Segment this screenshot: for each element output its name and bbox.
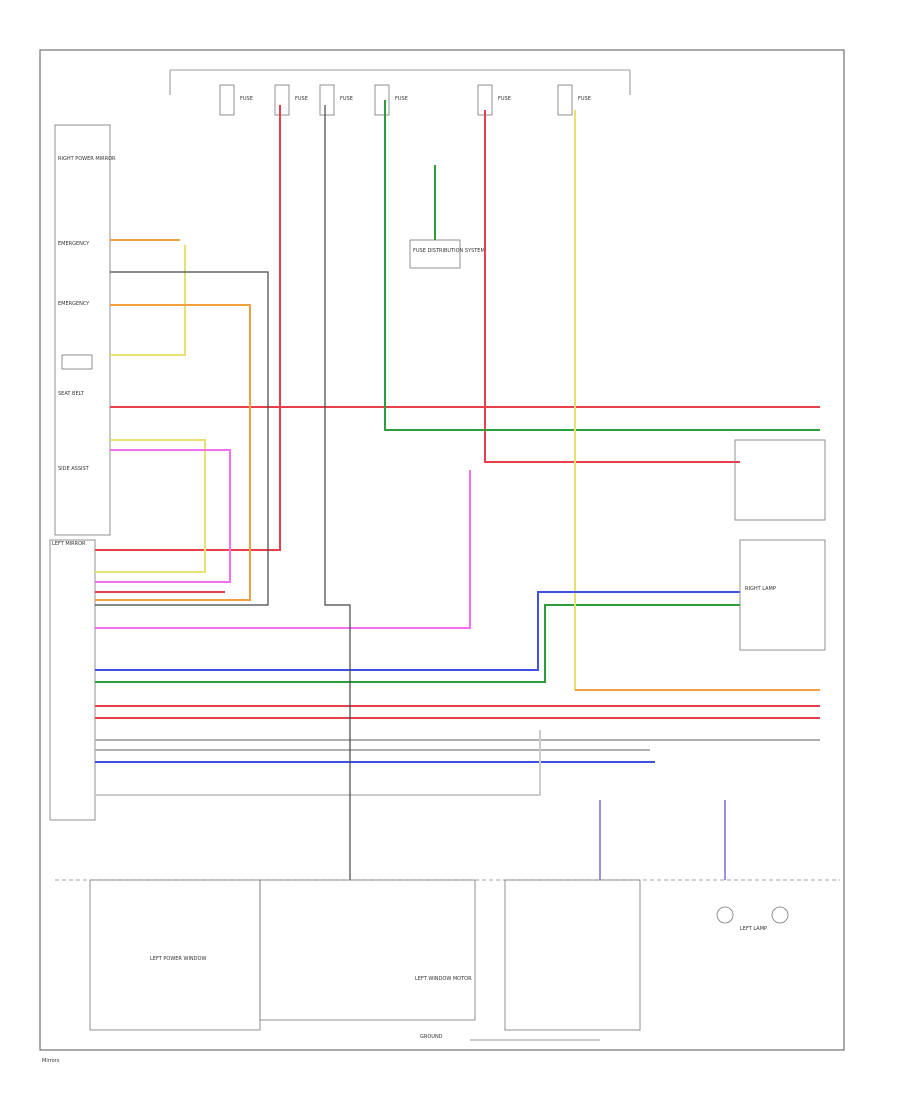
emergency-label-2: EMERGENCY xyxy=(58,301,90,307)
left-mirror-label: LEFT MIRROR xyxy=(52,541,86,547)
emergency-label: EMERGENCY xyxy=(58,241,90,247)
fuse-label-6: FUSE xyxy=(578,96,591,102)
fuse-label-1: FUSE xyxy=(240,96,253,102)
wires xyxy=(95,100,820,880)
seat-belt-label: SEAT BELT xyxy=(58,391,85,397)
fuse-label-3: FUSE xyxy=(340,96,353,102)
top-fuse-block: FUSE FUSE FUSE FUSE FUSE FUSE xyxy=(169,69,631,116)
page-footer: Mirrors xyxy=(42,1058,60,1064)
left-power-window-label: LEFT POWER WINDOW xyxy=(150,956,206,962)
lower-components: LEFT POWER WINDOW LEFT WINDOW MOTOR LEFT… xyxy=(89,879,789,1041)
left-lamp-label: LEFT LAMP xyxy=(740,926,767,932)
side-assist-label: SIDE ASSIST xyxy=(58,466,90,472)
left-window-motor-label: LEFT WINDOW MOTOR xyxy=(415,976,472,982)
left-mirror-module: LEFT MIRROR xyxy=(49,539,96,821)
right-power-mirror-label: RIGHT POWER MIRROR xyxy=(58,156,116,162)
fuse-distribution: FUSE DISTRIBUTION SYSTEM xyxy=(409,165,485,269)
fuse-label-4: FUSE xyxy=(395,96,408,102)
diagram-frame xyxy=(39,49,845,1051)
fuse-dist-label: FUSE DISTRIBUTION SYSTEM xyxy=(413,248,485,254)
fuse-label-2: FUSE xyxy=(295,96,308,102)
right-modules: RIGHT LAMP xyxy=(734,439,826,651)
fuse-label-5: FUSE xyxy=(498,96,511,102)
left-switch-column: RIGHT POWER MIRROR EMERGENCY EMERGENCY S… xyxy=(54,124,116,536)
ground-label: GROUND xyxy=(420,1034,443,1040)
right-lamp-module-label: RIGHT LAMP xyxy=(745,586,776,592)
